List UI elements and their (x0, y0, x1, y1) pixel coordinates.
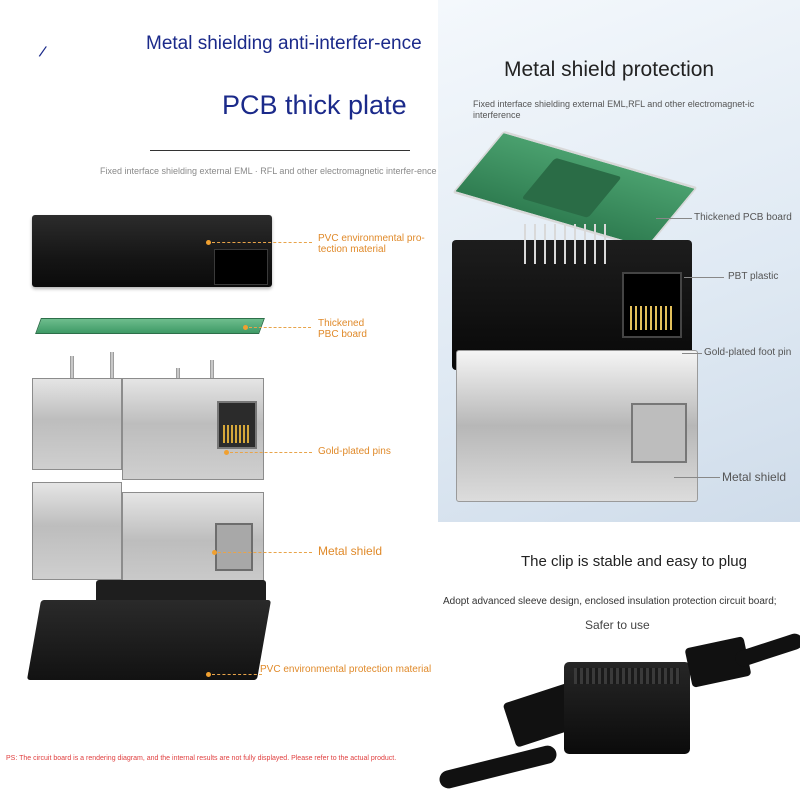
exploded-view-panel: / Metal shielding anti-interfer-ence PCB… (6, 33, 437, 762)
foot-pins-image (524, 224, 614, 264)
cable-right-image (733, 631, 800, 669)
title-clip-stable: The clip is stable and easy to plug (521, 553, 747, 570)
title-pcb-thick-plate: PCB thick plate (222, 90, 407, 120)
callout-dot (243, 325, 248, 330)
disclaimer-note: PS: The circuit board is a rendering dia… (6, 755, 397, 762)
pin (176, 368, 180, 382)
callout-line (218, 552, 312, 553)
coupler-ribs (574, 668, 680, 684)
title-metal-shield-protection: Metal shield protection (504, 58, 715, 81)
metal-shield-lower-left-image (32, 482, 122, 580)
label-line (674, 477, 720, 478)
label-line (682, 353, 702, 354)
label-line (656, 218, 692, 219)
callout-line (249, 327, 311, 328)
pcb-board-image (35, 318, 265, 334)
callout-dot (206, 672, 211, 677)
callout-dot (212, 550, 217, 555)
label-metal-shield: Metal shield (722, 470, 787, 484)
gold-pins (223, 425, 251, 443)
callout-gold-pins: Gold-plated pins (318, 446, 391, 457)
rj45-port (215, 523, 253, 571)
rj45-port (631, 403, 687, 463)
pin (70, 356, 74, 382)
pin (110, 352, 114, 382)
callout-pcb: Thickened PBC board (318, 318, 367, 340)
coupler-image (564, 662, 690, 754)
pvc-bottom-housing-image (26, 600, 272, 680)
subtitle-interference: Fixed interface shielding external EML ·… (100, 166, 437, 176)
housing-slot (214, 249, 268, 285)
label-pbt-plastic: PBT plastic (728, 271, 779, 282)
pbt-plastic-housing-image (452, 240, 692, 370)
callout-metal-shield: Metal shield (318, 544, 383, 558)
decorative-tick: / (37, 43, 48, 62)
callout-pvc-top: PVC environmental pro-tection material (318, 233, 425, 255)
metal-shield-protection-panel: Metal shield protection Fixed interface … (438, 0, 800, 522)
label-thickened-pcb: Thickened PCB board (694, 212, 792, 223)
callout-pvc-bottom: PVC environmental protection material (260, 664, 432, 675)
callout-dot (206, 240, 211, 245)
callout-dot (224, 450, 229, 455)
pin (210, 360, 214, 382)
subtitle-shielding: Fixed interface shielding external EML,R… (473, 99, 755, 120)
clip-stable-panel: The clip is stable and easy to plug Adop… (437, 522, 800, 800)
pvc-top-housing-image (32, 215, 272, 287)
callout-line (212, 242, 312, 243)
safer-to-use-text: Safer to use (585, 618, 650, 632)
metal-shield-housing-image (456, 350, 698, 502)
metal-shield-upper-left-image (32, 378, 122, 470)
gold-pins (630, 306, 674, 330)
label-gold-plated-foot-pin: Gold-plated foot pin (704, 347, 792, 358)
callout-line (212, 674, 262, 675)
rj45-port-gold-pins (217, 401, 257, 449)
title-divider (150, 150, 410, 151)
pcb-contact-area (521, 157, 622, 218)
label-line (684, 277, 724, 278)
metal-shield-upper-right-image (122, 378, 264, 480)
description-sleeve-design: Adopt advanced sleeve design, enclosed i… (443, 596, 777, 607)
cable-left-image (437, 743, 559, 791)
rj45-port (622, 272, 682, 338)
title-shielding: Metal shielding anti-interfer-ence (146, 33, 422, 54)
callout-line (230, 452, 312, 453)
